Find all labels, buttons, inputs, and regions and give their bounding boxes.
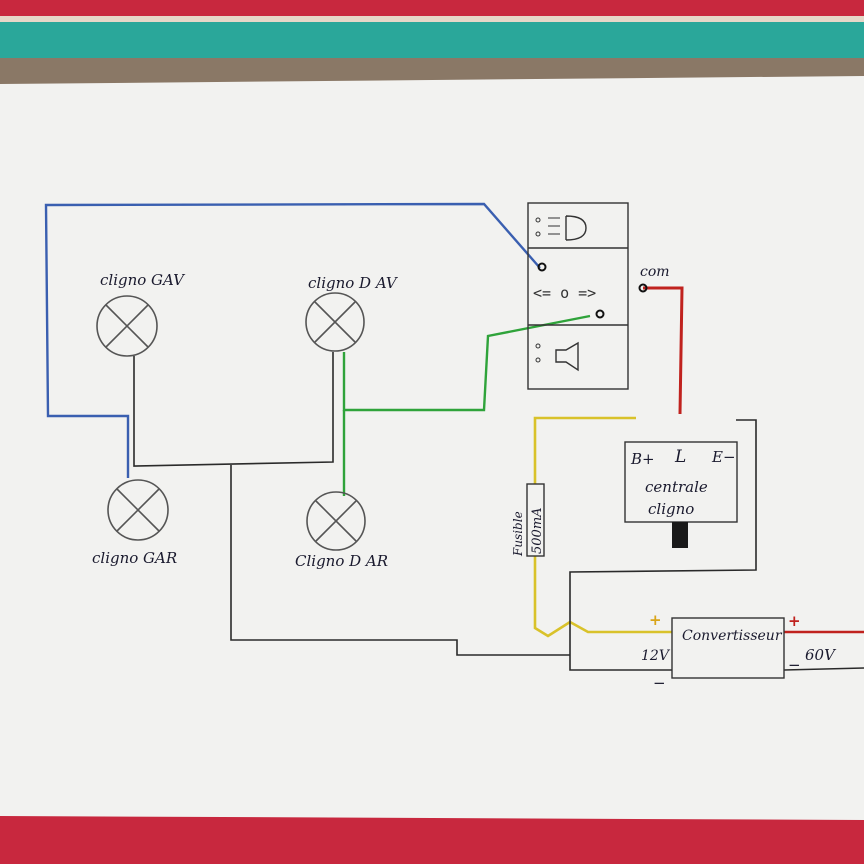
converter-plus-in: +: [649, 611, 662, 629]
wire-black-relay-e: [569, 419, 757, 671]
fuse-label: Fusible: [511, 511, 525, 557]
paper-sheet: [0, 76, 864, 820]
converter-box: [671, 617, 785, 679]
converter-output-voltage: 60V: [805, 646, 837, 664]
blue-terminal: [537, 262, 547, 272]
label-lamp-rear-left: cligno GAR: [92, 549, 177, 567]
horn-icon: [535, 341, 579, 372]
lamp-rear-right: [306, 491, 366, 551]
converter-plus-out: +: [788, 612, 801, 630]
lamp-front-left: [96, 295, 158, 357]
green-terminal: [595, 309, 605, 319]
relay-pin-l: L: [674, 447, 686, 467]
flasher-relay: [624, 441, 738, 548]
relay-pin-b: B+: [630, 450, 655, 468]
converter-minus-out: −: [788, 656, 801, 674]
label-lamp-front-right: cligno D AV: [308, 274, 399, 292]
wire-blue: [44, 202, 541, 478]
wire-yellow: [533, 416, 672, 638]
stripe-teal: [0, 20, 864, 58]
wire-black-ground: [230, 465, 570, 656]
headlight-icon: [535, 215, 587, 241]
relay-label-line2: cligno: [648, 500, 694, 518]
wire-green: [342, 314, 591, 412]
wire-black-output: [783, 667, 864, 671]
indicator-symbol: <= o =>: [533, 284, 596, 302]
wire-black-lamp-link: [133, 352, 334, 467]
wire-red: [643, 286, 684, 415]
label-com: com: [640, 264, 670, 280]
converter-input-voltage: 12V: [641, 648, 671, 664]
handlebar-switch: [527, 202, 629, 390]
lamp-rear-left: [107, 479, 169, 541]
lamp-front-right: [305, 292, 365, 352]
stripe-light: [0, 16, 864, 22]
relay-label-line1: centrale: [645, 478, 708, 496]
fuse-body: [526, 483, 545, 557]
fuse-rating: 500mA: [530, 507, 545, 554]
converter-label: Convertisseur: [682, 628, 783, 644]
com-terminal: [638, 283, 648, 293]
label-lamp-rear-right: Cligno D AR: [295, 552, 388, 570]
label-lamp-front-left: cligno GAV: [100, 271, 186, 289]
converter-minus-in: −: [653, 674, 666, 692]
relay-pin-e: E−: [711, 448, 736, 466]
